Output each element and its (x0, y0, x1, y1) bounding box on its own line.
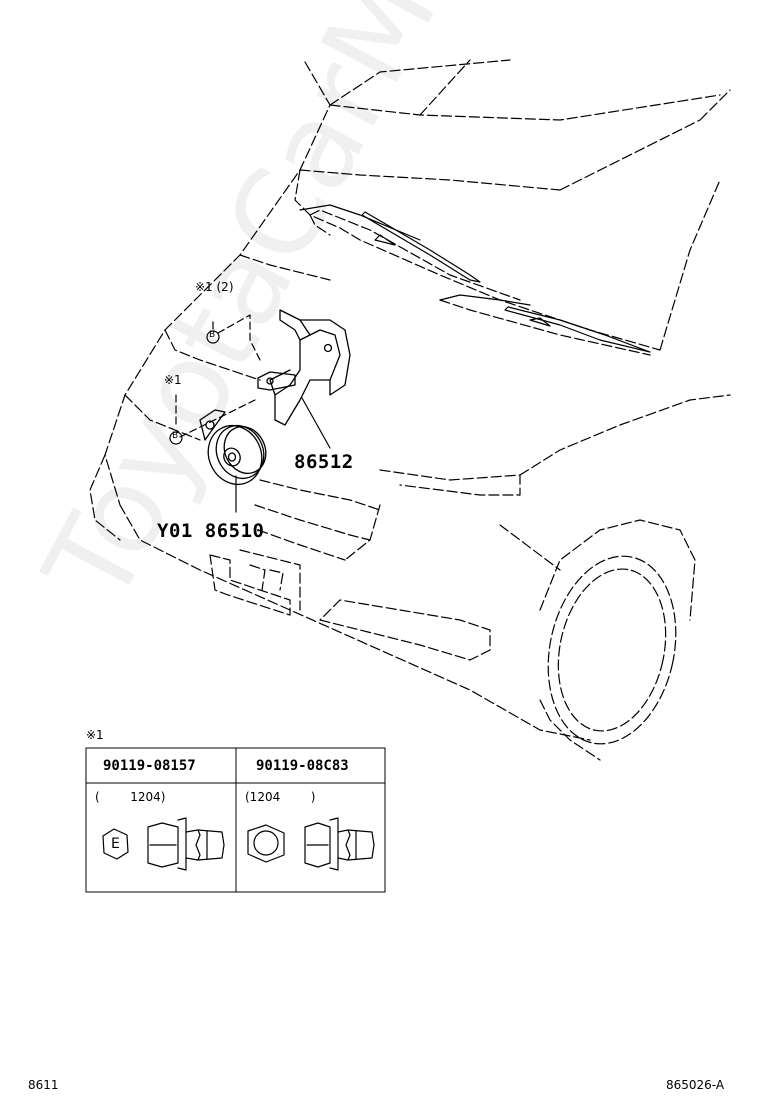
bolt-marker-b-top: B (209, 330, 216, 340)
bolt-marker-circles (169, 330, 220, 445)
bolt-table (85, 747, 386, 893)
callout-86512: 86512 (294, 451, 354, 473)
bolt-drawing-1 (102, 817, 225, 871)
bolt-head-mark-e: E (111, 836, 120, 852)
footer-left-code: 8611 (28, 1078, 59, 1092)
car-body-outline (89, 59, 731, 761)
wipers (299, 204, 651, 353)
bolt-leaders (175, 314, 261, 438)
bolt-drawing-2 (247, 817, 375, 871)
table-note: ※1 (86, 728, 104, 742)
note-1-2: ※1 (2) (195, 280, 234, 294)
callout-86510: Y01 86510 (157, 520, 265, 542)
bolt-marker-b-bottom: B (172, 431, 179, 441)
horn-bracket (257, 309, 351, 426)
callout-leaders (235, 397, 331, 513)
front-wheel (547, 555, 677, 745)
horn (199, 409, 267, 485)
note-1: ※1 (164, 373, 182, 387)
table-spec-1: ( 1204) (95, 790, 166, 804)
table-part-no-2: 90119-08C83 (256, 758, 349, 774)
table-part-no-1: 90119-08157 (103, 758, 196, 774)
table-spec-2: (1204 ) (245, 790, 316, 804)
footer-right-code: 865026-A (666, 1078, 725, 1092)
